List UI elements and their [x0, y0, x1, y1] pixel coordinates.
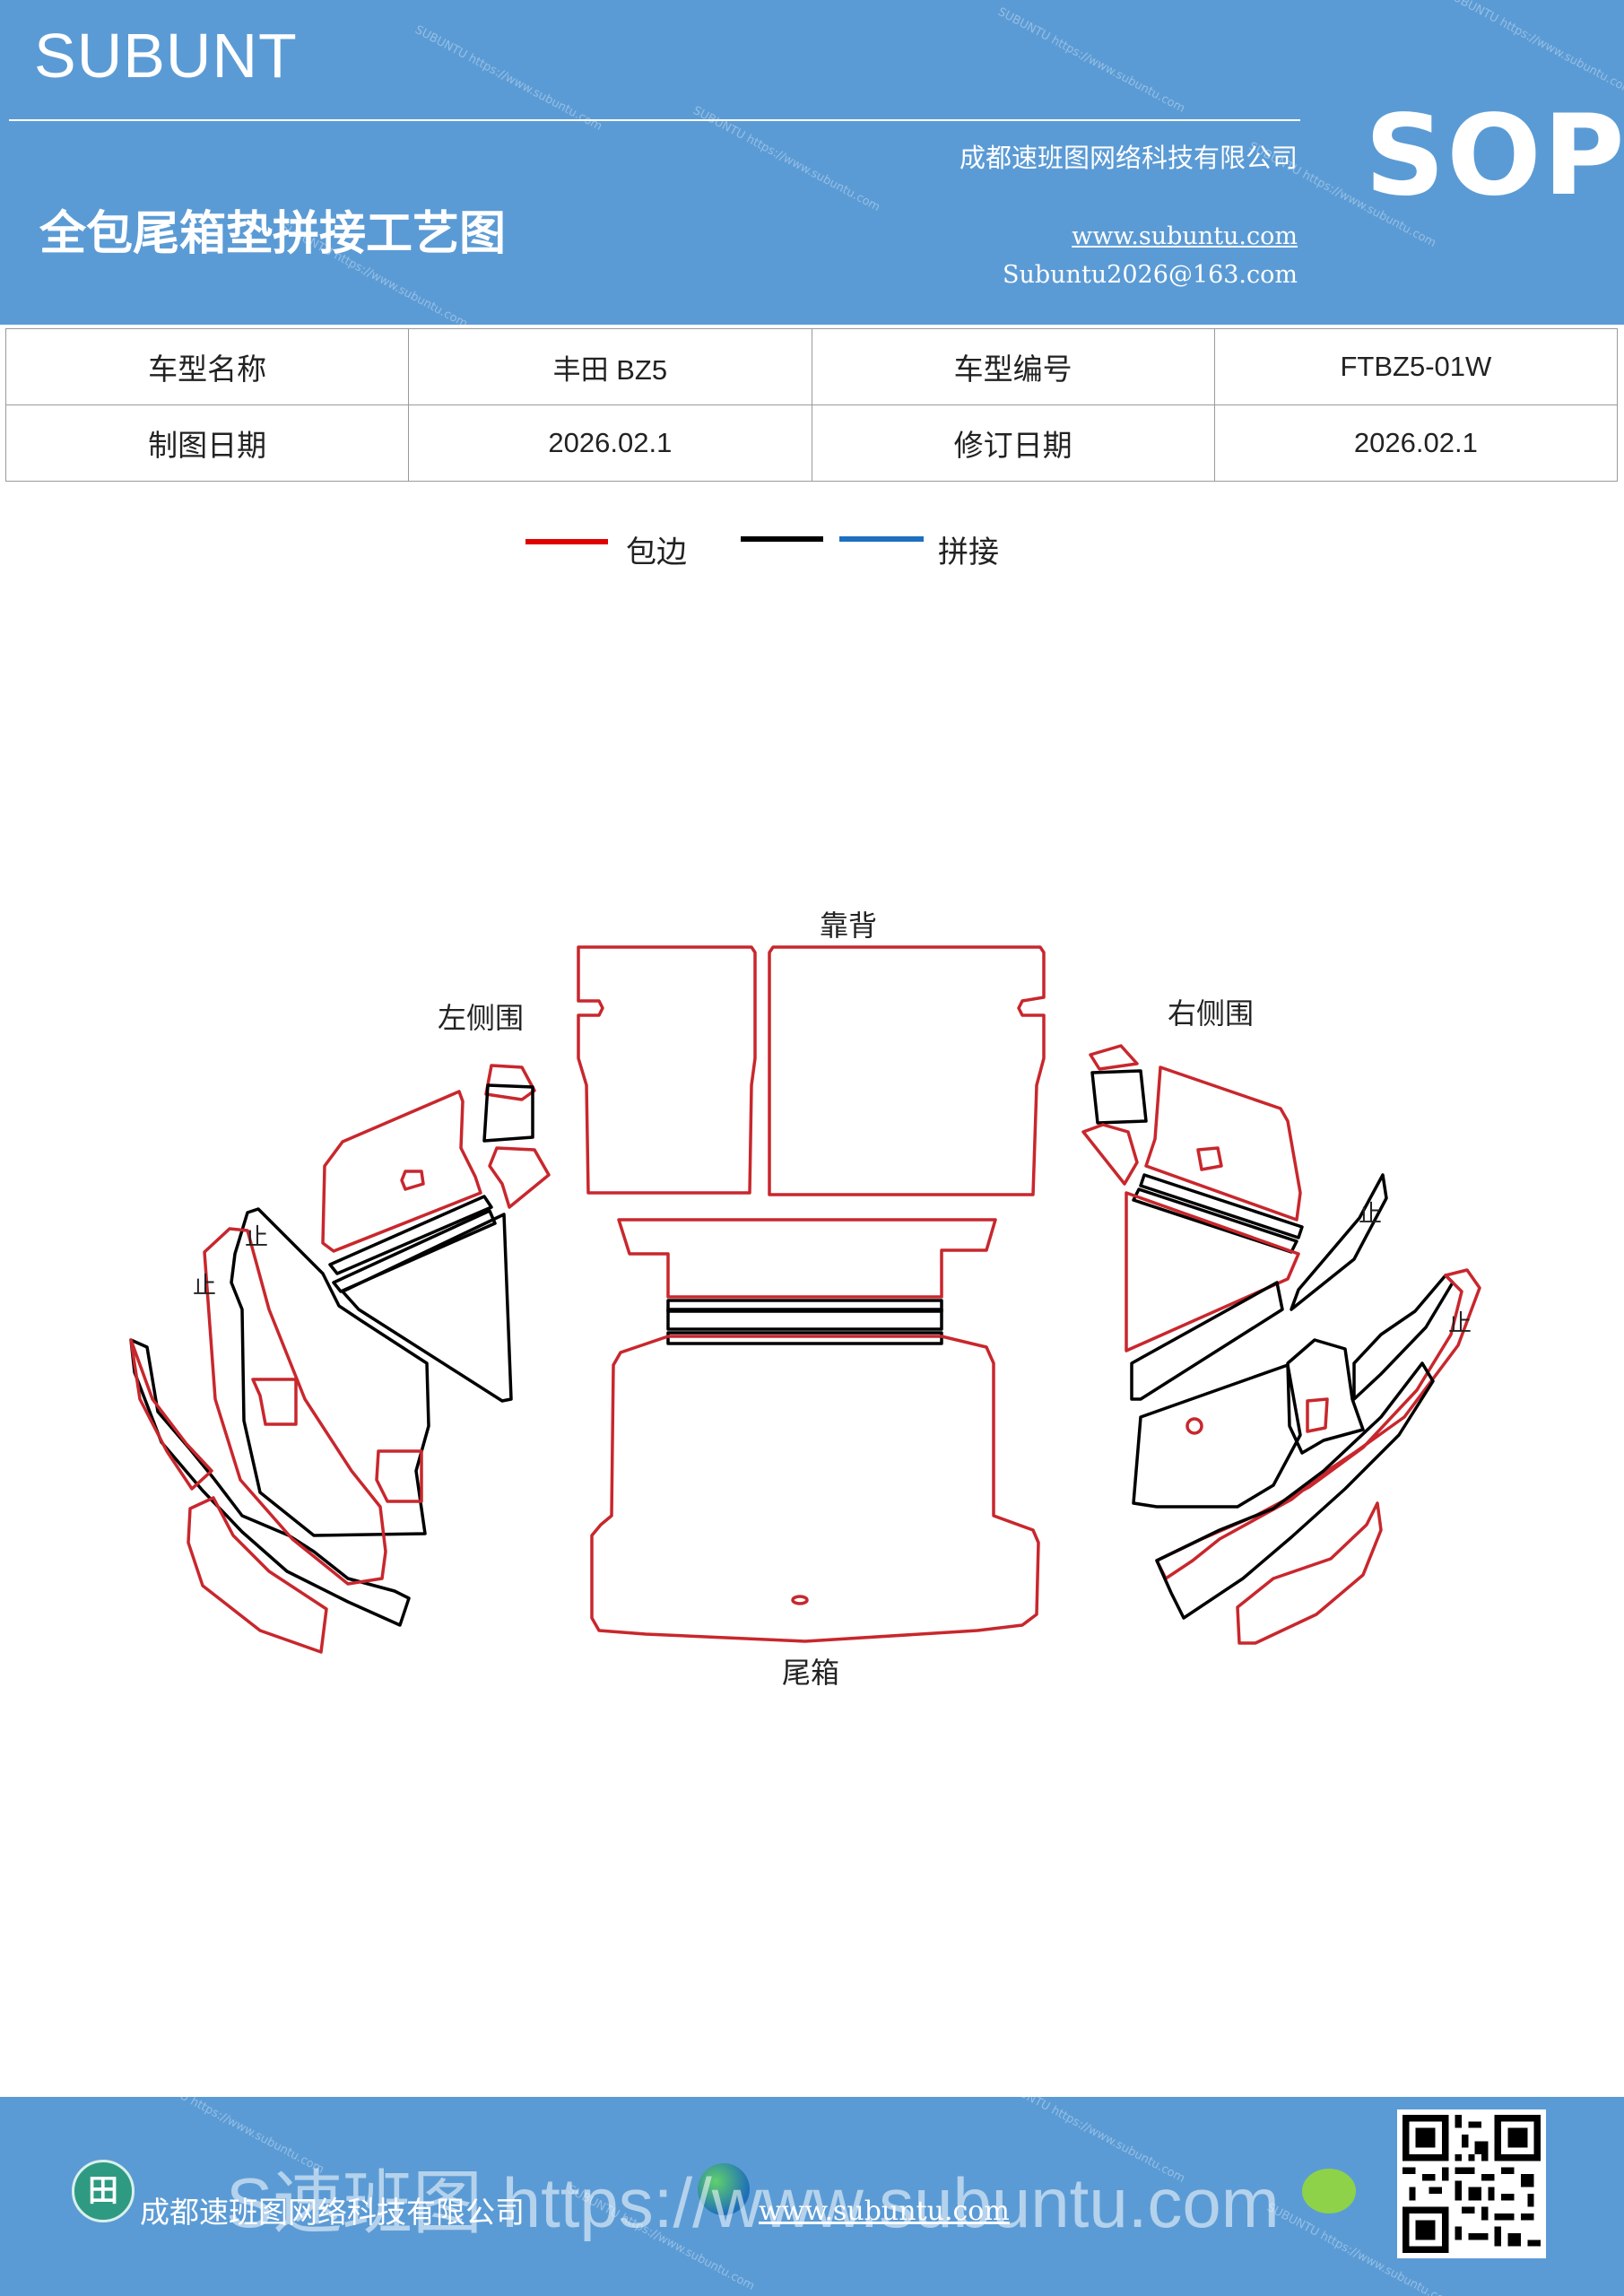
left-outer-trim	[129, 1338, 213, 1491]
right-seam-strip-a	[1139, 1173, 1304, 1239]
model-name-value: 丰田 BZ5	[408, 328, 812, 405]
right-outer-arm	[1352, 1274, 1455, 1401]
footer-watermark: S速班图 https://www.subuntu.com	[226, 2163, 1280, 2242]
right-small-piece-3	[1081, 1123, 1139, 1186]
company-icon: 田	[72, 2160, 135, 2222]
brand-logo-text: SUBUNT	[34, 21, 298, 91]
label-stop-1: 止	[245, 1224, 268, 1251]
legend-swatch-binding	[525, 539, 608, 544]
legend-swatch-seam-blue	[839, 536, 924, 542]
page-title: 全包尾箱垫拼接工艺图	[39, 207, 507, 261]
left-seam-strip-a	[328, 1195, 493, 1275]
legend-swatch-seam-black	[741, 536, 823, 542]
right-upper-arm	[1290, 1173, 1388, 1311]
label-left-side: 左侧围	[438, 1001, 524, 1035]
mat-splicing-diagram: 靠背 左侧围 右侧围 尾箱 止 止 止 止	[129, 909, 1481, 1690]
label-right-side: 右侧围	[1168, 996, 1254, 1031]
model-name-label: 车型名称	[4, 328, 410, 405]
footer-company-name: 成都速班图网络科技有限公司	[140, 2195, 525, 2230]
trunk-seam-strip-2	[666, 1308, 943, 1331]
left-wheelarch-clip-2	[375, 1449, 423, 1503]
drawing-date-label: 制图日期	[4, 404, 410, 482]
right-wheelarch-panel	[1132, 1363, 1302, 1509]
table-row: 车型名称 丰田 BZ5 车型编号 FTBZ5-01W	[4, 328, 1619, 405]
left-seam-strip-b	[332, 1209, 497, 1293]
left-small-piece-1	[484, 1064, 536, 1101]
globe-icon	[698, 2163, 750, 2215]
table-row: 制图日期 2026.02.1 修订日期 2026.02.1	[4, 404, 1619, 482]
left-wheelarch-clip-1	[251, 1378, 298, 1426]
legend: 包边 拼接	[0, 520, 1624, 574]
backrest-left-panel	[577, 945, 757, 1195]
left-wheelarch-panel	[230, 1207, 430, 1537]
right-small-piece-1	[1089, 1044, 1139, 1071]
model-code-value: FTBZ5-01W	[1213, 328, 1619, 405]
label-stop-4: 止	[1448, 1310, 1472, 1337]
legend-label-binding: 包边	[626, 535, 687, 570]
qr-code-pattern	[1403, 2115, 1541, 2253]
left-bottom-strip	[187, 1496, 328, 1654]
left-upper-panel	[321, 1090, 482, 1253]
left-small-piece-2	[482, 1083, 534, 1143]
footer-banner: SUBUNTU https://www.subuntu.com SUBUNTU …	[0, 2097, 1624, 2296]
right-middle-panel	[1125, 1191, 1300, 1352]
label-trunk: 尾箱	[782, 1656, 839, 1690]
label-stop-3: 止	[1359, 1201, 1382, 1228]
right-mid-seam-panel	[1130, 1281, 1284, 1401]
email-address: Subuntu2026@163.com	[1003, 261, 1298, 289]
left-small-piece-3	[488, 1146, 551, 1209]
backrest-right-panel	[768, 945, 1046, 1196]
right-lower-strip	[1155, 1361, 1435, 1620]
legend-label-seam: 拼接	[938, 535, 999, 570]
trunk-top-strip	[617, 1218, 997, 1299]
revision-date-value: 2026.02.1	[1213, 404, 1619, 482]
website-link[interactable]: www.subuntu.com	[1072, 222, 1298, 250]
vehicle-info-table: 车型名称 丰田 BZ5 车型编号 FTBZ5-01W 制图日期 2026.02.…	[4, 328, 1619, 482]
revision-date-label: 修订日期	[811, 404, 1215, 482]
label-stop-2: 止	[193, 1273, 216, 1300]
trunk-floor-hole	[791, 1595, 809, 1605]
trunk-floor-panel	[590, 1335, 1040, 1643]
header-divider	[9, 119, 1300, 121]
company-name: 成都速班图网络科技有限公司	[959, 143, 1298, 173]
right-bottom-strip	[1236, 1501, 1383, 1645]
right-wheelarch-frame	[1286, 1338, 1365, 1455]
wechat-icon	[1302, 2169, 1356, 2213]
sop-badge: SOP	[1365, 91, 1624, 221]
right-inner-insert	[1306, 1397, 1329, 1433]
left-middle-panel	[341, 1213, 513, 1403]
model-code-label: 车型编号	[811, 328, 1215, 405]
qr-code[interactable]	[1397, 2109, 1546, 2258]
right-wheelarch-hole	[1185, 1417, 1203, 1435]
drawing-date-value: 2026.02.1	[408, 404, 812, 482]
footer-website-link[interactable]: www.subuntu.com	[759, 2196, 1010, 2227]
right-far-outer	[1155, 1268, 1481, 1580]
trunk-seam-strip-3	[666, 1331, 943, 1345]
left-curved-panel	[203, 1227, 387, 1586]
left-upper-clip	[400, 1170, 425, 1191]
header-banner: SUBUNTU https://www.subuntu.com SUBUNTU …	[0, 0, 1624, 325]
right-small-piece-2	[1090, 1069, 1148, 1125]
right-upper-panel	[1144, 1065, 1302, 1222]
label-backrest: 靠背	[820, 909, 877, 943]
right-upper-clip	[1196, 1146, 1223, 1171]
